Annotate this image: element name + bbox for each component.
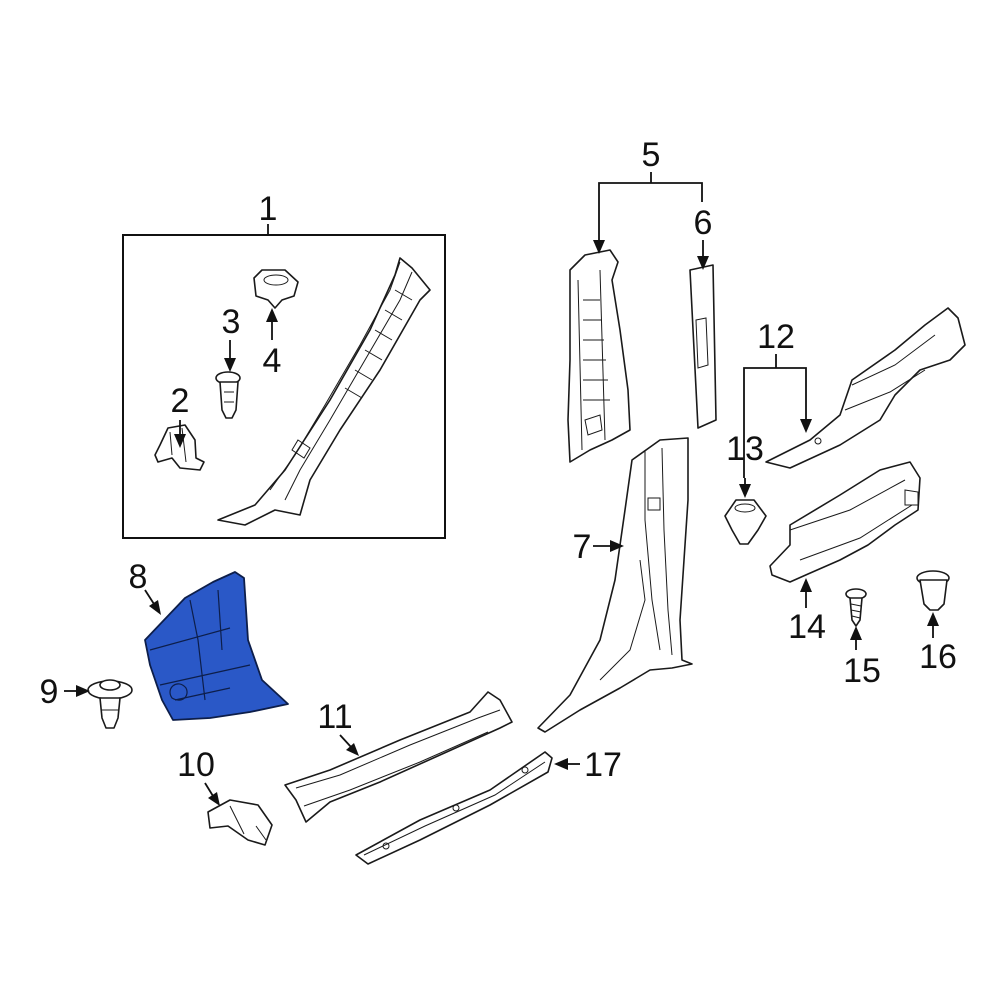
upper-b-pillar-trim[interactable] (567, 249, 631, 463)
push-clip-9[interactable] (87, 679, 133, 729)
callout-4: 4 (263, 342, 282, 380)
seal-strip[interactable] (689, 264, 717, 429)
rear-step-trim[interactable] (769, 461, 921, 583)
kick-panel[interactable] (144, 571, 289, 721)
callout-labels: 1 2 3 4 5 6 7 8 9 10 11 12 13 14 15 16 1… (40, 136, 957, 784)
a-pillar-trim[interactable] (217, 257, 431, 526)
callout-17: 17 (584, 746, 622, 784)
bracket-10[interactable] (207, 799, 273, 846)
callout-6: 6 (694, 204, 713, 242)
rear-scuff-plate[interactable] (765, 307, 966, 469)
callout-5: 5 (642, 136, 661, 174)
callout-2: 2 (171, 382, 190, 420)
screw-15[interactable] (845, 588, 867, 627)
callout-12: 12 (757, 318, 795, 356)
lower-b-pillar-trim[interactable] (537, 437, 693, 733)
callout-1: 1 (259, 190, 278, 228)
push-pin-16[interactable] (916, 570, 950, 611)
callout-13: 13 (726, 430, 764, 468)
callout-14: 14 (788, 608, 826, 646)
leader-lines (64, 172, 939, 806)
sill-plate[interactable] (355, 751, 553, 865)
callout-9: 9 (40, 673, 59, 711)
callout-8: 8 (129, 558, 148, 596)
group-box-1 (122, 234, 446, 539)
clip-2[interactable] (154, 424, 205, 471)
front-scuff-plate[interactable] (284, 691, 513, 823)
retainer-clip-13[interactable] (724, 499, 767, 545)
callout-16: 16 (919, 638, 957, 676)
callout-10: 10 (177, 746, 215, 784)
callout-11: 11 (317, 698, 352, 736)
callout-15: 15 (843, 652, 881, 690)
callout-7: 7 (573, 528, 592, 566)
fastener-3[interactable] (215, 371, 241, 419)
retainer-4[interactable] (253, 269, 299, 309)
callout-3: 3 (222, 303, 241, 341)
